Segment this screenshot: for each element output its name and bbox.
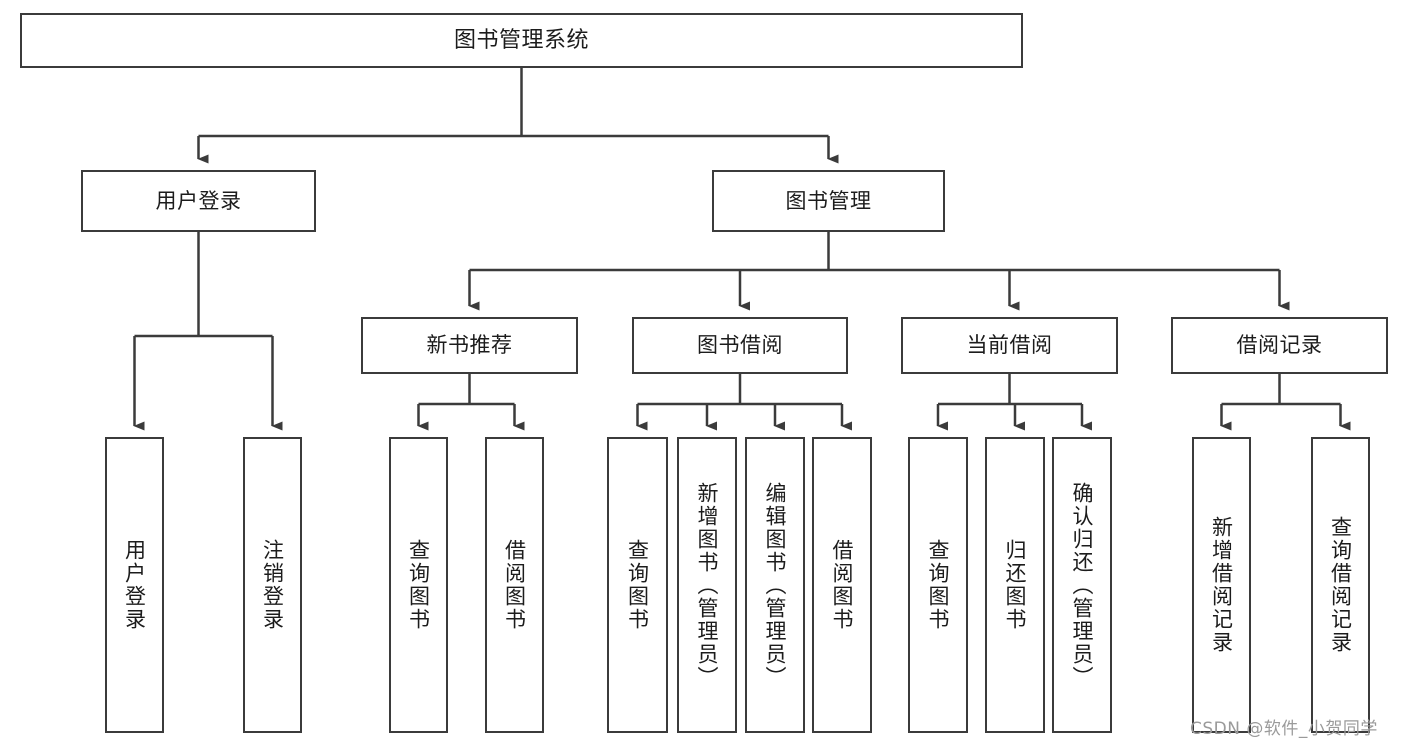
node-label-bookmgmt: 图书管理 xyxy=(785,188,872,213)
node-label-l2: 注销登录 xyxy=(260,539,285,631)
node-box-c2[interactable]: 归还图书 xyxy=(985,437,1045,733)
node-box-root[interactable]: 图书管理系统 xyxy=(20,13,1023,68)
node-box-b3[interactable]: 编辑图书（管理员） xyxy=(745,437,805,733)
node-label-current: 当前借阅 xyxy=(966,333,1053,358)
node-box-borrow[interactable]: 图书借阅 xyxy=(632,317,848,374)
node-box-current[interactable]: 当前借阅 xyxy=(901,317,1118,374)
node-label-c3: 确认归还（管理员） xyxy=(1070,481,1095,689)
node-label-records: 借阅记录 xyxy=(1236,333,1323,358)
node-label-b3: 编辑图书（管理员） xyxy=(763,481,788,689)
node-label-c2: 归还图书 xyxy=(1003,539,1028,631)
node-label-newbook: 新书推荐 xyxy=(426,333,513,358)
node-box-n1[interactable]: 查询图书 xyxy=(389,437,448,733)
node-box-n2[interactable]: 借阅图书 xyxy=(485,437,544,733)
node-box-b1[interactable]: 查询图书 xyxy=(607,437,668,733)
node-label-n2: 借阅图书 xyxy=(502,539,527,631)
node-label-c1: 查询图书 xyxy=(926,539,951,631)
node-label-borrow: 图书借阅 xyxy=(697,333,783,358)
node-label-r1: 新增借阅记录 xyxy=(1209,516,1234,654)
node-box-r1[interactable]: 新增借阅记录 xyxy=(1192,437,1251,733)
node-label-b4: 借阅图书 xyxy=(830,539,855,631)
node-label-b1: 查询图书 xyxy=(625,539,650,631)
node-box-newbook[interactable]: 新书推荐 xyxy=(361,317,578,374)
node-label-r2: 查询借阅记录 xyxy=(1328,516,1353,654)
node-box-b4[interactable]: 借阅图书 xyxy=(812,437,872,733)
node-box-l2[interactable]: 注销登录 xyxy=(243,437,302,733)
node-label-login: 用户登录 xyxy=(155,188,242,213)
node-label-root: 图书管理系统 xyxy=(453,27,589,53)
node-box-r2[interactable]: 查询借阅记录 xyxy=(1311,437,1370,733)
node-box-l1[interactable]: 用户登录 xyxy=(105,437,164,733)
node-box-c1[interactable]: 查询图书 xyxy=(908,437,968,733)
node-box-b2[interactable]: 新增图书（管理员） xyxy=(677,437,737,733)
node-box-bookmgmt[interactable]: 图书管理 xyxy=(712,170,945,232)
node-box-records[interactable]: 借阅记录 xyxy=(1171,317,1388,374)
node-label-b2: 新增图书（管理员） xyxy=(695,481,720,689)
edges-group xyxy=(133,68,1351,431)
node-box-login[interactable]: 用户登录 xyxy=(81,170,316,232)
node-label-n1: 查询图书 xyxy=(406,539,431,631)
node-label-l1: 用户登录 xyxy=(122,539,147,631)
node-box-c3[interactable]: 确认归还（管理员） xyxy=(1052,437,1112,733)
